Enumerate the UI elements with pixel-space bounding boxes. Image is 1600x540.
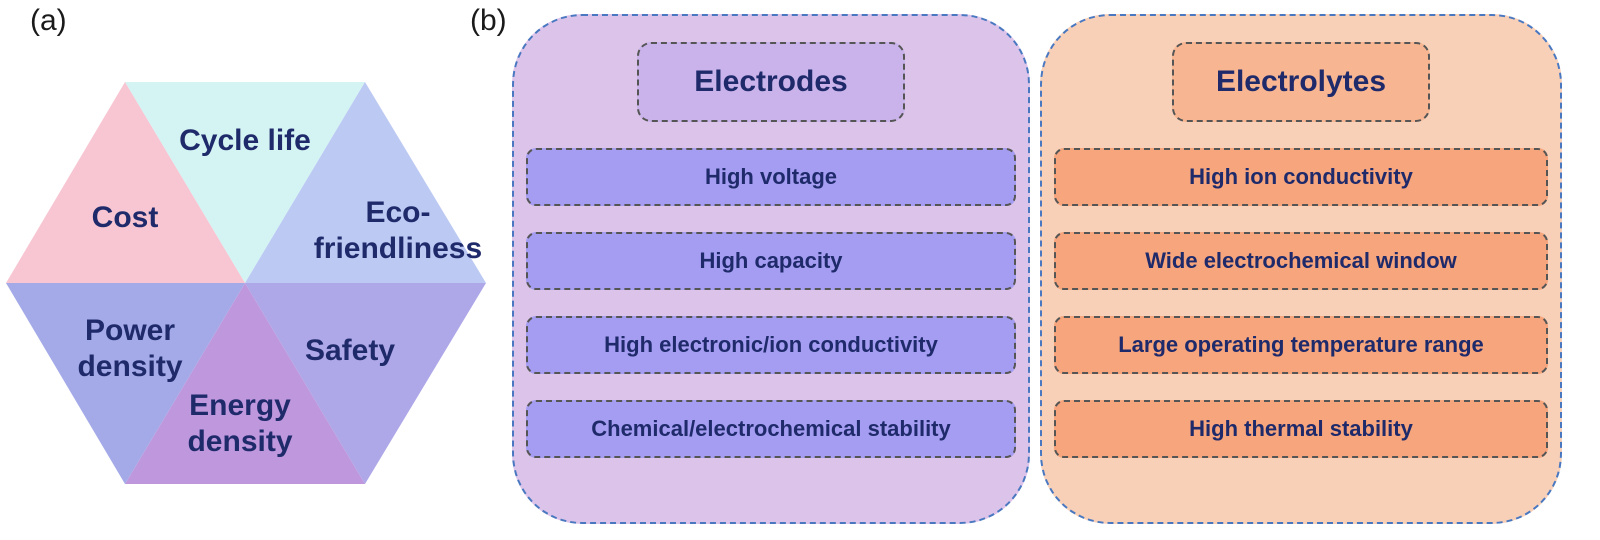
- electrolytes-title: Electrolytes: [1172, 42, 1430, 122]
- panel-a-label: (a): [30, 4, 67, 37]
- electrode-item-conductivity: High electronic/ion conductivity: [526, 316, 1016, 374]
- electrolyte-item-thermal-stability: High thermal stability: [1054, 400, 1548, 458]
- hex-segment-cycle-life: [125, 82, 365, 283]
- hex-label-safety: Safety: [305, 334, 395, 367]
- hex-label-cycle-life: Cycle life: [179, 124, 311, 157]
- hex-segment-safety: [245, 283, 486, 484]
- electrolyte-item-ion-conductivity: High ion conductivity: [1054, 148, 1548, 206]
- hex-label-cost: Cost: [92, 201, 159, 234]
- hex-segment-energy-density: [125, 283, 365, 484]
- hex-segment-power-density: [6, 283, 245, 484]
- electrode-item-stability: Chemical/electrochemical stability: [526, 400, 1016, 458]
- electrolytes-card: Electrolytes High ion conductivity Wide …: [1040, 14, 1562, 524]
- panel-b-label: (b): [470, 4, 507, 37]
- hex-segment-eco-friendliness: [245, 82, 486, 283]
- electrode-item-high-capacity: High capacity: [526, 232, 1016, 290]
- electrode-item-high-voltage: High voltage: [526, 148, 1016, 206]
- electrolyte-item-temperature-range: Large operating temperature range: [1054, 316, 1548, 374]
- electrodes-card: Electrodes High voltage High capacity Hi…: [512, 14, 1030, 524]
- hex-label-eco-friendliness: Eco-friendliness: [314, 196, 482, 265]
- electrolyte-item-electrochemical-window: Wide electrochemical window: [1054, 232, 1548, 290]
- hex-segment-cost: [6, 82, 245, 283]
- electrodes-title: Electrodes: [637, 42, 905, 122]
